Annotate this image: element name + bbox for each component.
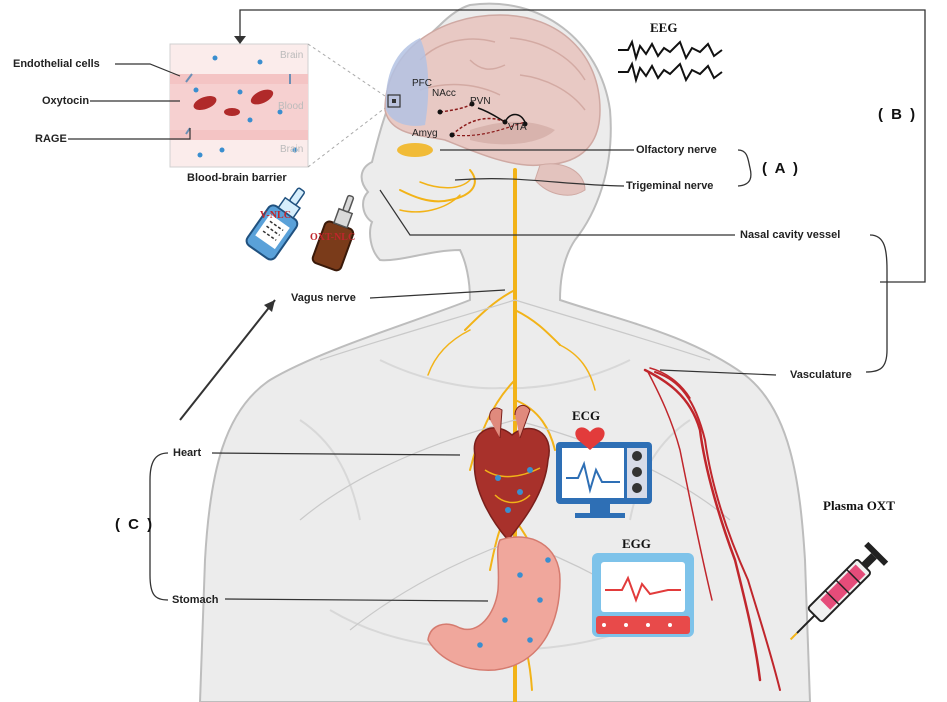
label-egg: EGG [622, 536, 651, 552]
label-endothelial-cells: Endothelial cells [13, 58, 100, 70]
label-olfactory-nerve: Olfactory nerve [636, 144, 717, 156]
bracket-vessel-shape [866, 235, 887, 372]
label-vta: VTA [508, 122, 527, 133]
label-vagus-nerve: Vagus nerve [291, 292, 356, 304]
label-oxytocin: Oxytocin [42, 95, 89, 107]
amyg-node [450, 133, 455, 138]
label-rage: RAGE [35, 133, 67, 145]
label-pfc: PFC [412, 78, 432, 89]
label-nacc: NAcc [432, 88, 456, 99]
label-ecg: ECG [572, 408, 600, 424]
label-heart: Heart [173, 447, 201, 459]
eeg-waves [618, 42, 722, 80]
label-bracket-a: ( A ) [762, 160, 800, 177]
label-trigeminal-nerve: Trigeminal nerve [626, 180, 713, 192]
label-stomach: Stomach [172, 594, 218, 606]
label-amyg: Amyg [412, 128, 438, 139]
label-plasma-oxt: Plasma OXT [823, 498, 895, 514]
bbb-brain-top: Brain [280, 50, 303, 61]
bbb-blood: Blood [278, 101, 304, 112]
label-blood-brain-barrier: Blood-brain barrier [187, 172, 287, 184]
label-nasal-cavity-vessel: Nasal cavity vessel [740, 229, 840, 241]
pfc-node [438, 110, 443, 115]
label-pvn: PVN [470, 96, 491, 107]
label-vasculature: Vasculature [790, 369, 852, 381]
label-spray-left: V-NLC [260, 210, 291, 221]
bracket-a-shape [738, 150, 751, 186]
label-bracket-c: ( C ) [115, 516, 154, 533]
label-bracket-b: ( B ) [878, 106, 917, 123]
label-eeg: EEG [650, 20, 677, 36]
olfactory-bulb [397, 143, 433, 157]
egg-monitor [592, 553, 694, 637]
pvn-node [503, 120, 508, 125]
label-spray-right: OXT-NLC [310, 232, 355, 243]
bbb-brain-bottom: Brain [280, 144, 303, 155]
